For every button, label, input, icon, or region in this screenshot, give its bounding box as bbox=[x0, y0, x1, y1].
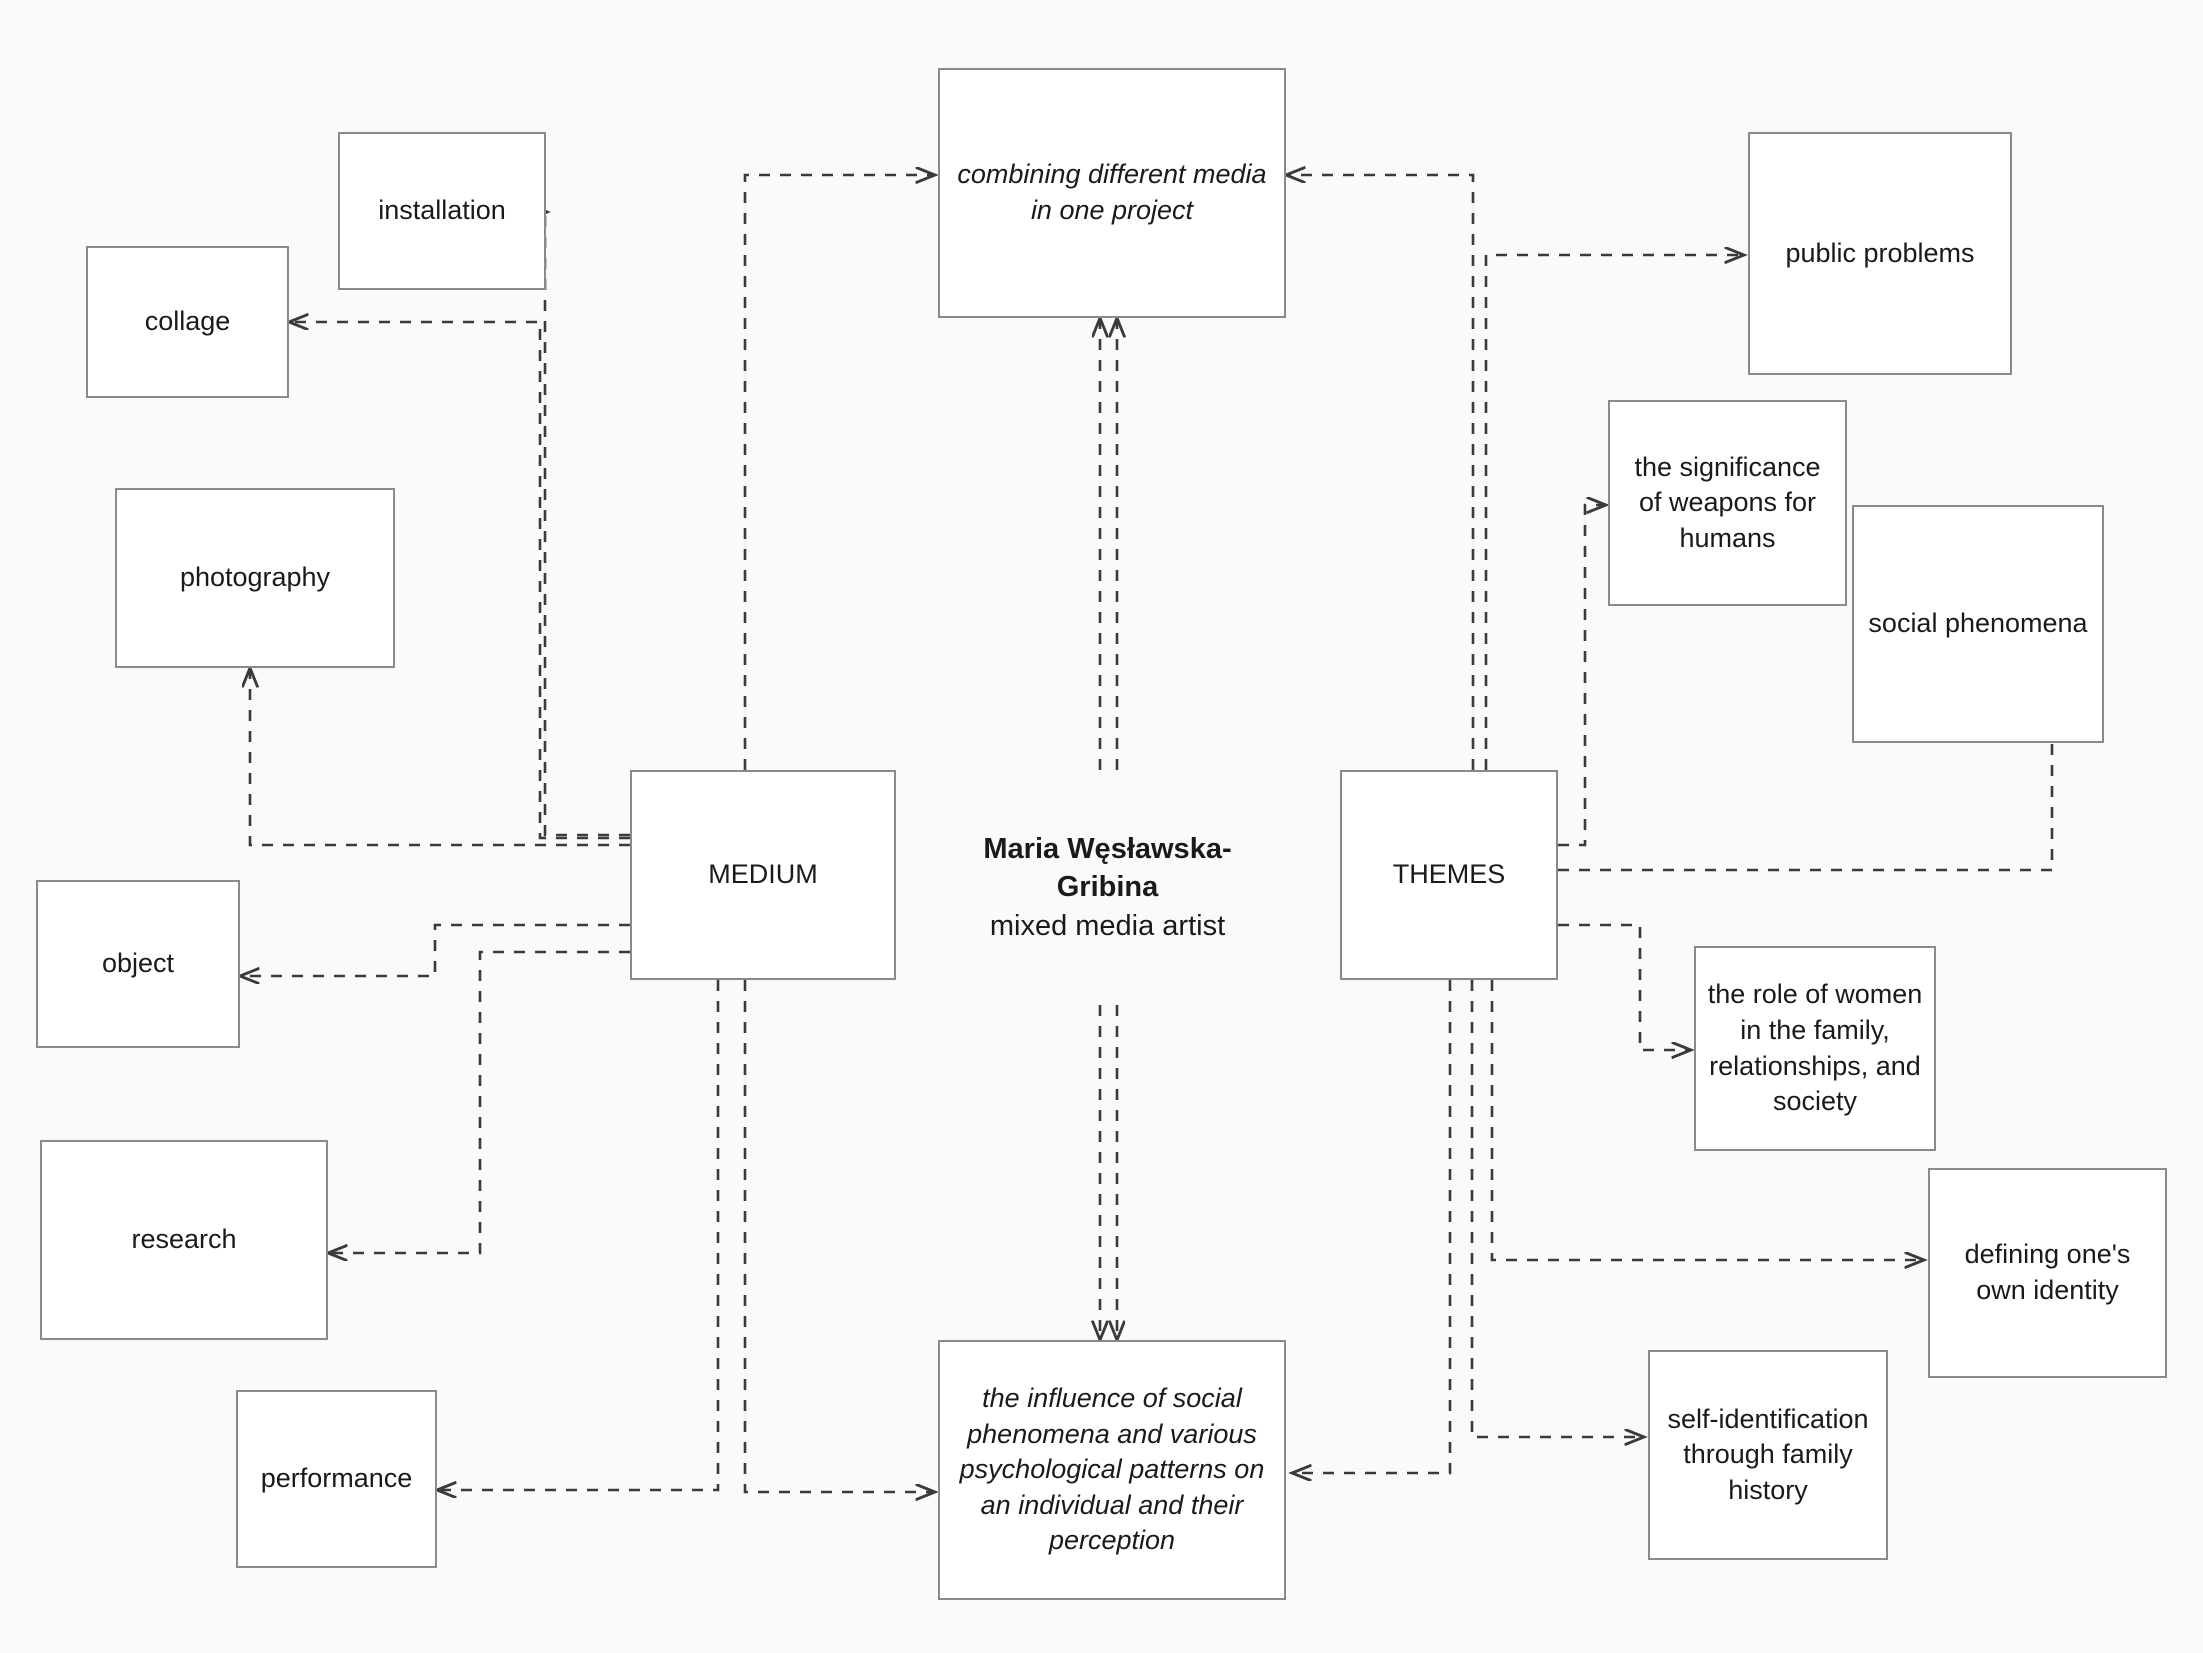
theme-item-defining-identity[interactable]: defining one's own identity bbox=[1928, 1168, 2167, 1378]
edge-themes-to-bottom-statement bbox=[1292, 980, 1452, 1473]
edge-themes-to-top-statement bbox=[1286, 175, 1475, 770]
hub-themes[interactable]: THEMES bbox=[1340, 770, 1558, 980]
theme-item-self-identification[interactable]: self-identification through family histo… bbox=[1648, 1350, 1888, 1560]
edge-themes-to-public-problems bbox=[1484, 255, 1744, 770]
center-artist: Maria Węsławska-Gribina mixed media arti… bbox=[975, 770, 1240, 1005]
medium-item-installation[interactable]: installation bbox=[338, 132, 546, 290]
statement-bottom[interactable]: the influence of social phenomena and va… bbox=[938, 1340, 1286, 1600]
edge-themes-to-weapons bbox=[1558, 505, 1606, 847]
medium-item-performance[interactable]: performance bbox=[236, 1390, 437, 1568]
medium-item-collage[interactable]: collage bbox=[86, 246, 289, 398]
edge-themes-to-defining-identity bbox=[1490, 980, 1924, 1260]
edge-medium-to-photography bbox=[250, 668, 630, 847]
edge-medium-to-object bbox=[240, 923, 630, 976]
medium-item-research[interactable]: research bbox=[40, 1140, 328, 1340]
medium-item-photography[interactable]: photography bbox=[115, 488, 395, 668]
edge-medium-to-bottom-statement bbox=[743, 980, 935, 1492]
medium-item-object[interactable]: object bbox=[36, 880, 240, 1048]
edge-themes-to-social-phenomena bbox=[1558, 644, 2052, 872]
theme-item-public-problems[interactable]: public problems bbox=[1748, 132, 2012, 375]
edge-themes-to-role-of-women bbox=[1558, 923, 1691, 1050]
artist-name: Maria Węsławska-Gribina bbox=[983, 832, 1232, 904]
edge-themes-to-self-identification bbox=[1470, 980, 1644, 1437]
theme-item-weapons[interactable]: the significance of weapons for humans bbox=[1608, 400, 1847, 606]
edge-medium-to-installation bbox=[545, 212, 630, 837]
statement-top[interactable]: combining different media in one project bbox=[938, 68, 1286, 318]
edge-medium-to-performance bbox=[437, 980, 720, 1490]
theme-item-social-phenomena[interactable]: social phenomena bbox=[1852, 505, 2104, 743]
edge-medium-to-collage bbox=[289, 322, 630, 840]
edge-medium-to-research bbox=[328, 950, 630, 1253]
hub-medium[interactable]: MEDIUM bbox=[630, 770, 896, 980]
artist-role: mixed media artist bbox=[989, 909, 1226, 942]
theme-item-role-of-women[interactable]: the role of women in the family, relatio… bbox=[1694, 946, 1936, 1151]
edge-medium-to-top-statement bbox=[743, 175, 935, 770]
